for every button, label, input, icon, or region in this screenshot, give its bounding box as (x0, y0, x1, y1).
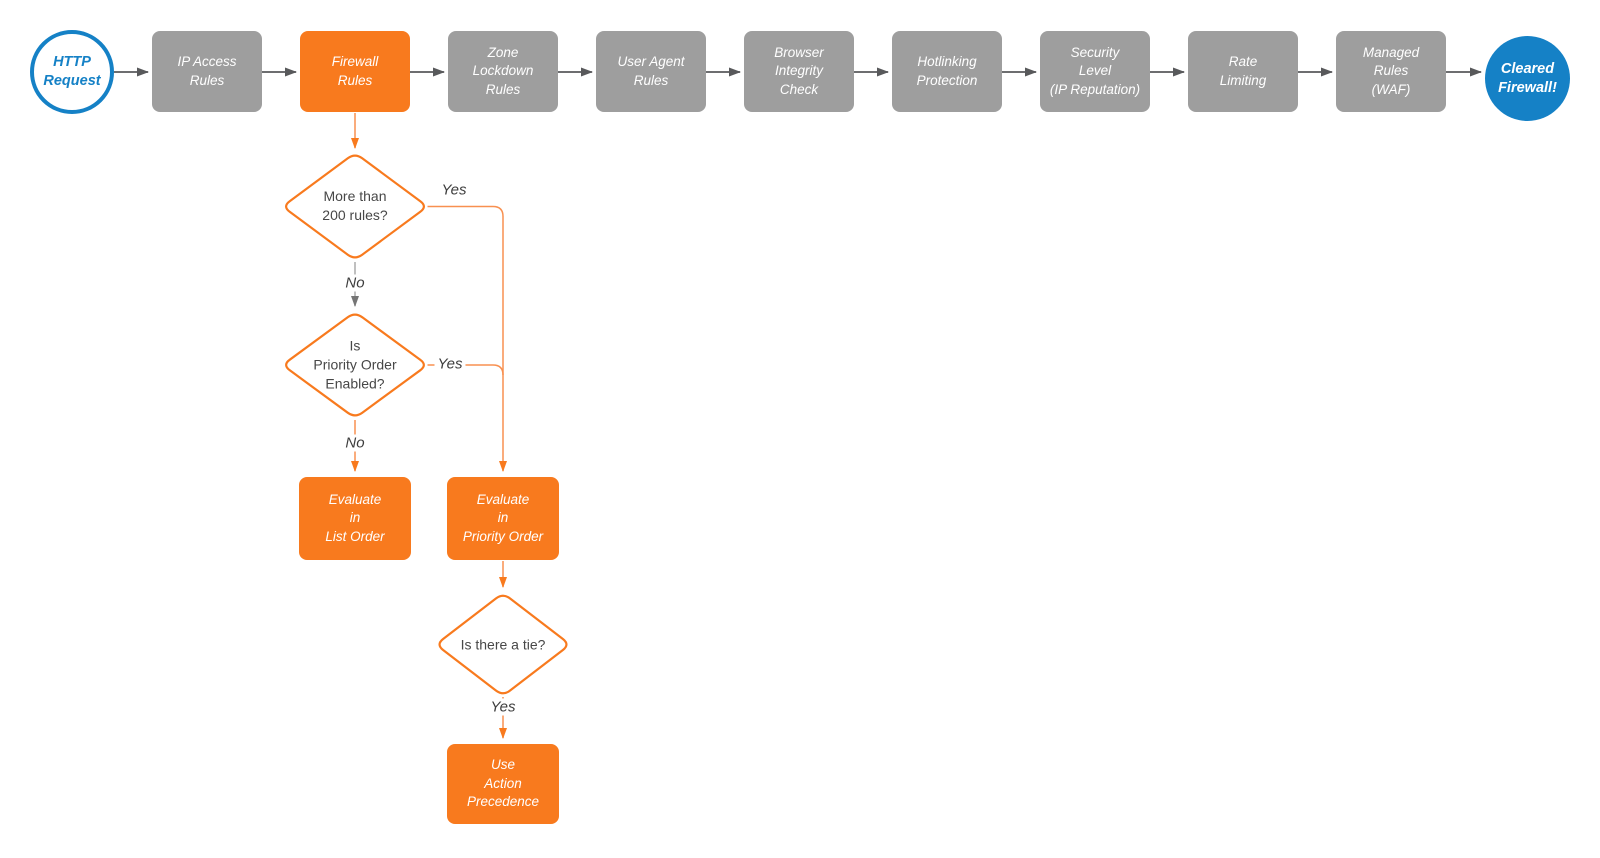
node-evaluate-list-order: Evaluate in List Order (299, 477, 411, 560)
edge-label-tie-yes: Yes (487, 698, 519, 716)
decision-tie-label: Is there a tie? (460, 636, 546, 653)
edge-label-priority-no: No (342, 434, 368, 452)
edge-label-more-rules-no: No (342, 274, 368, 292)
edge-label-more-rules-yes: Yes (438, 181, 470, 199)
node-firewall-rules: Firewall Rules (300, 31, 410, 112)
node-zone-lockdown-rules: Zone Lockdown Rules (448, 31, 558, 112)
node-user-agent-rules: User Agent Rules (596, 31, 706, 112)
node-ip-access-rules: IP Access Rules (152, 31, 262, 112)
node-browser-integrity-check: Browser Integrity Check (744, 31, 854, 112)
node-cleared-firewall: Cleared Firewall! (1485, 36, 1570, 121)
decision-priority-enabled-shape (285, 313, 425, 417)
node-use-action-precedence: Use Action Precedence (447, 744, 559, 824)
decision-more-rules-label: More than 200 rules? (322, 188, 388, 223)
decision-tie-shape (438, 594, 568, 695)
node-managed-rules-waf: Managed Rules (WAF) (1336, 31, 1446, 112)
node-rate-limiting: Rate Limiting (1188, 31, 1298, 112)
edge-label-priority-yes: Yes (434, 355, 466, 373)
node-security-level: Security Level (IP Reputation) (1040, 31, 1150, 112)
node-evaluate-priority-order: Evaluate in Priority Order (447, 477, 559, 560)
connector-decision1-yes (427, 205, 507, 472)
decision-priority-enabled-label: Is Priority Order Enabled? (313, 337, 397, 392)
decision-more-rules-shape (285, 154, 425, 259)
node-hotlinking-protection: Hotlinking Protection (892, 31, 1002, 112)
node-http-request: HTTP Request (30, 30, 114, 114)
connector-decision2-yes (427, 364, 504, 376)
